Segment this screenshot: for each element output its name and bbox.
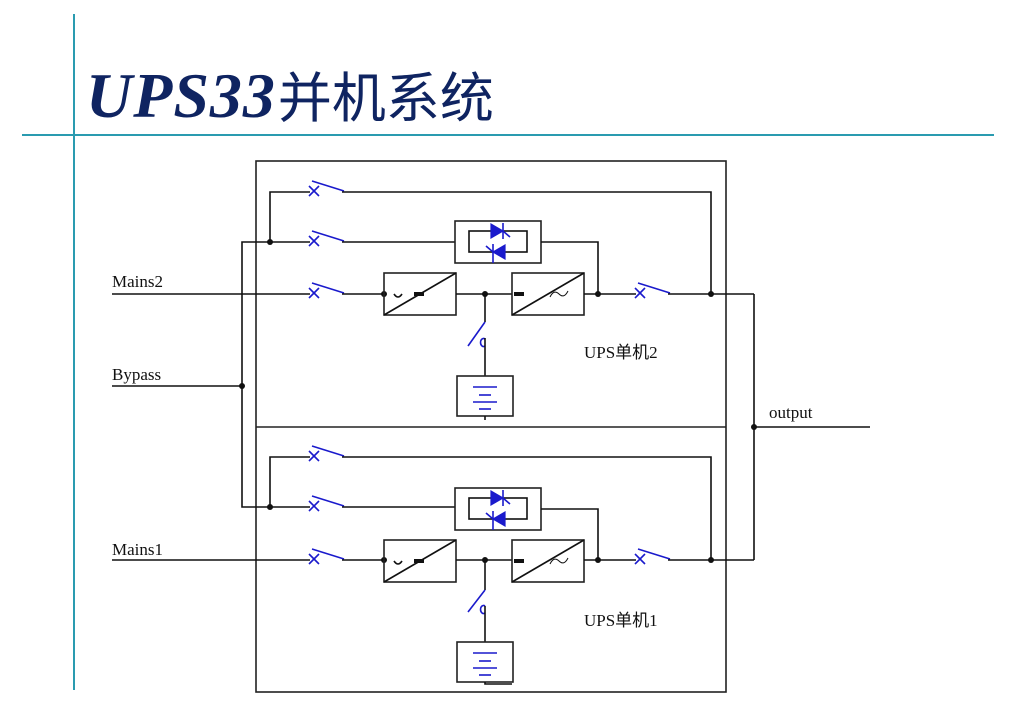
bypass-label: Bypass xyxy=(112,365,161,384)
title-latin: UPS33 xyxy=(86,60,276,131)
battery-1 xyxy=(456,641,514,683)
rectifier-1 xyxy=(383,539,457,583)
ups-unit-2: UPS单机2 xyxy=(112,180,754,420)
maintenance-switch-2[interactable] xyxy=(308,180,345,197)
output-label: output xyxy=(769,403,813,422)
bypass-bus xyxy=(241,241,310,508)
mains2-label: Mains2 xyxy=(112,272,163,291)
output-switch-2[interactable] xyxy=(634,282,671,299)
input-switch-1[interactable] xyxy=(308,548,345,565)
bypass-switch-1[interactable] xyxy=(308,495,345,512)
unit-1-label: UPS单机1 xyxy=(584,611,658,630)
static-switch-1 xyxy=(454,487,542,531)
inverter-2 xyxy=(511,272,585,316)
rectifier-2 xyxy=(383,272,457,316)
vertical-guide-line xyxy=(73,14,75,690)
maintenance-switch-1[interactable] xyxy=(308,445,345,462)
input-switch-2[interactable] xyxy=(308,282,345,299)
battery-switch-1[interactable] xyxy=(467,589,486,613)
bypass-switch-2[interactable] xyxy=(308,230,345,247)
page-title: UPS33并机系统 xyxy=(86,56,494,136)
battery-switch-2[interactable] xyxy=(467,321,486,347)
mains1-label: Mains1 xyxy=(112,540,163,559)
static-switch-2 xyxy=(454,220,542,264)
inverter-1 xyxy=(511,539,585,583)
unit-2-label: UPS单机2 xyxy=(584,343,658,362)
output-switch-1[interactable] xyxy=(634,548,671,565)
ups-unit-1: UPS单机1 xyxy=(112,445,754,685)
horizontal-guide-line xyxy=(22,134,994,136)
battery-2 xyxy=(456,375,514,417)
title-cjk: 并机系统 xyxy=(277,67,494,130)
